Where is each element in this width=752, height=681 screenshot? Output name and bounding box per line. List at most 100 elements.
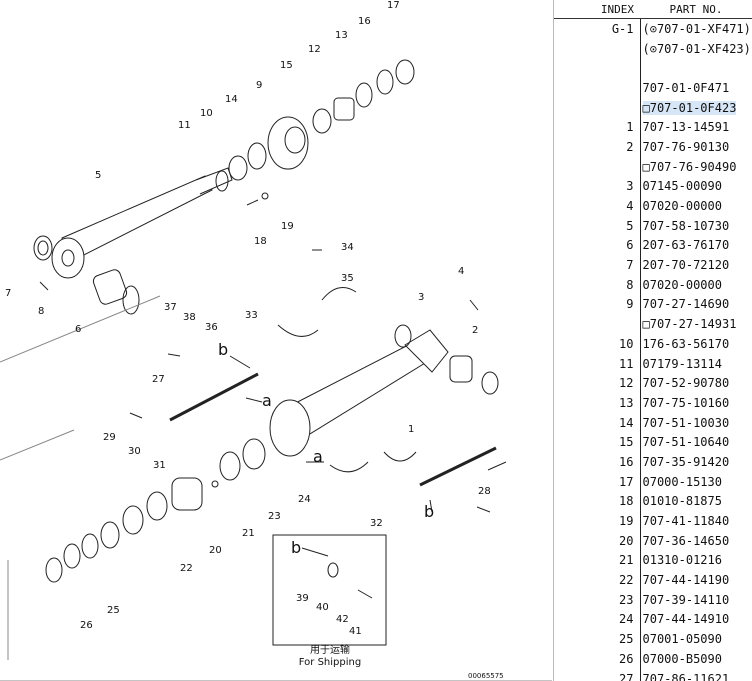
callout-42: 42 <box>336 614 349 625</box>
row-index <box>554 98 640 118</box>
o-ring-17 <box>395 59 415 85</box>
row-part-number[interactable]: 07020-00000 <box>639 274 752 295</box>
arrow-b-lower <box>429 499 433 513</box>
row-part-number[interactable]: 707-75-10160 <box>639 393 752 413</box>
arrow-a-left <box>245 397 263 403</box>
table-row[interactable]: G-1(⊙707-01-XF471) <box>554 18 752 39</box>
row-part-number[interactable]: 707-41-11840 <box>639 511 752 531</box>
bolt-37a <box>167 353 181 357</box>
row-part-number[interactable]: 07020-00000 <box>639 196 752 216</box>
arrow-b-upper <box>229 355 251 369</box>
callout-27: 27 <box>152 374 165 385</box>
row-part-number[interactable]: 07000-B5090 <box>639 649 752 669</box>
bolt-29b <box>487 461 507 471</box>
row-part-number[interactable]: (⊙707-01-XF423) <box>639 38 752 59</box>
ring-13 <box>355 82 373 108</box>
parts-list-panel[interactable]: INDEX PART NO. G-1(⊙707-01-XF471)(⊙707-0… <box>554 0 752 681</box>
row-index: 17 <box>619 474 634 489</box>
callout-11: 11 <box>178 120 191 131</box>
row-index <box>554 157 640 177</box>
row-part-number[interactable]: (⊙707-01-XF471) <box>639 18 752 39</box>
ring-25b <box>45 557 63 583</box>
row-part-number[interactable]: 01310-01216 <box>639 550 752 571</box>
bolt-18 <box>246 199 259 206</box>
callout-1: 1 <box>408 424 414 435</box>
row-part-number[interactable]: □707-01-0F423 <box>639 97 752 118</box>
row-part-number[interactable]: 707-13-14591 <box>639 117 752 138</box>
table-row[interactable]: 707-01-0F471 <box>554 78 752 98</box>
table-row[interactable]: (⊙707-01-XF423) <box>554 38 752 59</box>
row-index: 20 <box>619 533 634 548</box>
row-part-number[interactable]: 07179-13114 <box>639 353 752 374</box>
row-part-number[interactable]: 01010-81875 <box>639 491 752 512</box>
callout-2: 2 <box>472 325 478 336</box>
row-part-number[interactable]: 707-58-10730 <box>639 215 752 236</box>
row-part-number[interactable]: □707-27-14931 <box>639 314 752 334</box>
row-part-number[interactable]: 707-35-91420 <box>639 452 752 472</box>
callout-26: 26 <box>80 620 93 631</box>
part-number-text: 707-52-90780 <box>642 376 730 391</box>
ring-23b <box>122 505 144 535</box>
row-part-number[interactable]: 07145-00090 <box>639 176 752 197</box>
row-part-number[interactable]: 07001-05090 <box>639 629 752 649</box>
row-part-number[interactable]: 707-36-14650 <box>639 530 752 551</box>
row-part-number[interactable]: 707-44-14190 <box>639 570 752 590</box>
row-part-number[interactable]: 707-39-14110 <box>639 589 752 610</box>
row-part-number[interactable] <box>639 58 752 79</box>
row-part-number[interactable]: 707-27-14690 <box>639 294 752 315</box>
row-part-number[interactable]: □707-76-90490 <box>639 156 752 177</box>
table-row[interactable]: 20 707-36-14650 <box>554 530 752 551</box>
row-index <box>554 314 640 334</box>
callout-6: 6 <box>75 324 81 335</box>
table-row[interactable]: □707-76-90490 <box>554 156 752 177</box>
row-part-number[interactable]: 707-01-0F471 <box>639 78 752 98</box>
row-part-number[interactable]: 207-70-72120 <box>639 255 752 275</box>
row-part-number[interactable]: 707-52-90780 <box>639 373 752 394</box>
callout-3: 3 <box>418 292 424 303</box>
row-part-number[interactable]: 707-44-14910 <box>639 609 752 630</box>
marker-b-lower: b <box>424 502 434 521</box>
row-part-number[interactable]: 707-76-90130 <box>639 137 752 157</box>
row-part-number[interactable]: 707-51-10640 <box>639 432 752 453</box>
row-part-number[interactable]: 707-86-11621 <box>639 668 752 681</box>
ring-26 <box>63 543 81 569</box>
table-row[interactable] <box>554 58 752 79</box>
row-part-number[interactable]: 07000-15130 <box>639 471 752 492</box>
row-part-number[interactable]: 707-51-10030 <box>639 412 752 433</box>
table-row[interactable]: □707-01-0F423 <box>554 97 752 118</box>
callout-37: 37 <box>164 302 177 313</box>
diagram-canvas: 1234567891011121314151617181920212223242… <box>0 0 552 681</box>
row-part-number[interactable]: 176-63-56170 <box>639 334 752 354</box>
bushing-12 <box>333 97 355 121</box>
row-part-number[interactable]: 207-63-76170 <box>639 235 752 256</box>
row-index <box>554 39 640 59</box>
table-row[interactable]: 17 07000-15130 <box>554 471 752 492</box>
dust-seal-7a-inner <box>37 240 49 256</box>
table-row[interactable]: □707-27-14931 <box>554 314 752 334</box>
